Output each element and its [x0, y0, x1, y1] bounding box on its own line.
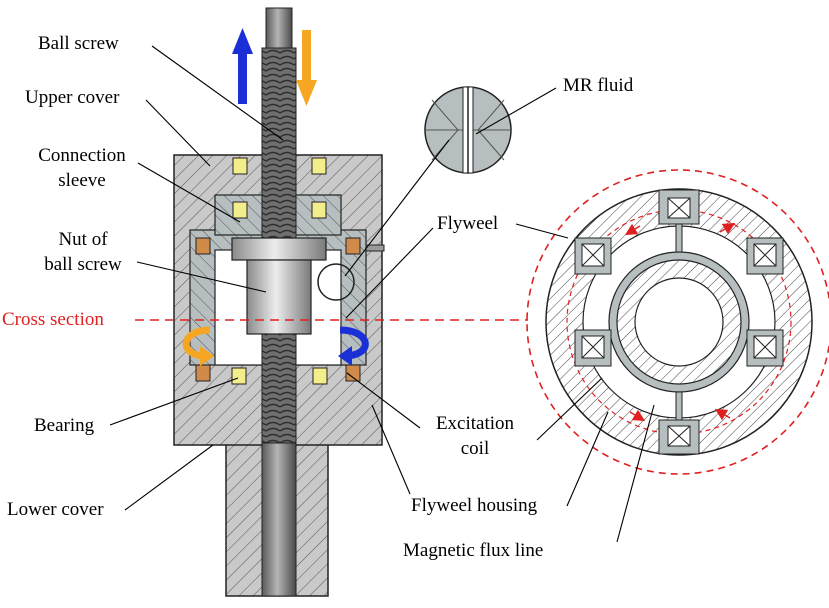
label-flywheel-housing: Flyweel housing [411, 495, 538, 516]
label-cross-section: Cross section [2, 309, 104, 330]
detail-circle [317, 263, 355, 301]
bearing-mid-left [232, 201, 248, 219]
pole-lower-right [746, 329, 784, 367]
flux-arrow [629, 409, 646, 422]
label-lower-cover: Lower cover [7, 499, 104, 520]
ball-screw-shaft-top [265, 7, 293, 49]
label-excitation-coil-1: Excitation [435, 413, 515, 434]
coil-top-left [195, 237, 211, 255]
damper-assembly [173, 7, 385, 597]
label-upper-cover: Upper cover [25, 87, 120, 108]
bearing-bottom-left [231, 367, 247, 385]
bearing-mid-right [311, 201, 327, 219]
rotation-arrow-orange [182, 326, 214, 366]
pole-lower-left [574, 329, 612, 367]
pole-upper-right [746, 237, 784, 275]
bearing-bottom-right [312, 367, 328, 385]
label-flywheel: Flyweel [437, 213, 499, 234]
flux-arrow [624, 223, 641, 236]
axial-arrow-blue [232, 28, 253, 104]
leader-lines [109, 45, 655, 543]
mr-fluid-detail [424, 86, 512, 174]
rotation-arrow-blue [338, 326, 369, 366]
cross-section-view [526, 169, 829, 475]
label-bearing: Bearing [34, 415, 95, 436]
ball-screw-nut-flange [231, 237, 327, 261]
axial-arrow-orange [296, 30, 317, 106]
pole-top [658, 189, 700, 253]
pole-upper-left [574, 237, 612, 275]
lower-shaft [261, 439, 297, 597]
label-mr-fluid: MR fluid [563, 75, 634, 96]
label-nut-1: Nut of [58, 229, 108, 250]
bearing-top-left [232, 157, 248, 175]
label-ball-screw: Ball screw [38, 33, 119, 54]
flux-arrow [719, 222, 736, 235]
coil-bottom-right [345, 364, 361, 382]
label-connection-sleeve-1: Connection [38, 145, 126, 166]
label-magnetic-flux-line: Magnetic flux line [403, 540, 544, 561]
flux-arrow [714, 408, 731, 421]
label-excitation-coil-2: coil [460, 438, 490, 459]
ball-screw-nut [246, 259, 312, 335]
bearing-top-right [311, 157, 327, 175]
label-connection-sleeve-2: sleeve [58, 170, 106, 191]
coil-top-right [345, 237, 361, 255]
pole-bottom [658, 391, 700, 455]
coil-bottom-left [195, 364, 211, 382]
label-nut-2: ball screw [44, 254, 122, 275]
shaft-bore [634, 277, 724, 367]
